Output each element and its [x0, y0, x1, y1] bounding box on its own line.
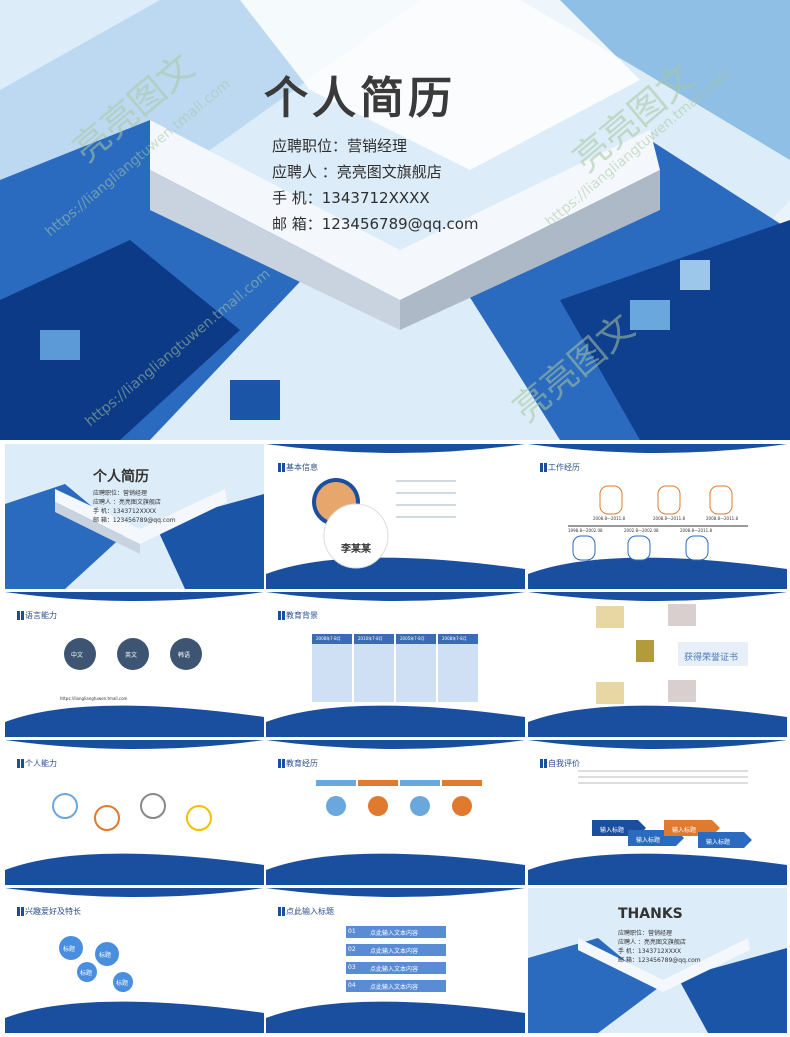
thanks-title: THANKS — [618, 906, 683, 922]
thumb-honors[interactable]: 获得荣誉证书 — [528, 592, 787, 737]
timeline-decoration — [266, 740, 525, 885]
cover-line: 邮 箱：123456789@qq.com — [93, 517, 176, 524]
edu-date: 2005年7-8月 — [400, 636, 425, 641]
language-korean: 韩语 — [178, 652, 191, 659]
thumb-hobbies[interactable]: 兴趣爱好及特长 标题 标题 标题 标题 — [5, 888, 264, 1033]
timeline-decoration — [528, 444, 787, 589]
timeline-date: 2008.8—2011.8 — [680, 528, 712, 533]
slide-header: 语言能力 — [17, 610, 57, 621]
slide-header: 自我评价 — [540, 758, 580, 769]
balloon-label: 标题 — [116, 980, 129, 987]
balloon-decoration — [5, 888, 264, 1033]
edu-date: 2010年7-8月 — [358, 636, 383, 641]
list-text: 点此输入文本内容 — [370, 948, 419, 955]
position-line: 应聘职位：营销经理 — [272, 137, 408, 155]
ability-decoration — [5, 740, 264, 885]
cover-line: 应聘人 ：亮亮图文旗舰店 — [93, 499, 161, 506]
slide-header: 教育经历 — [278, 758, 318, 769]
person-name: 李某某 — [341, 544, 371, 555]
timeline-date: 2008.8—2011.8 — [593, 516, 625, 521]
slide-header: 工作经历 — [540, 462, 580, 473]
wave-decoration — [5, 592, 264, 737]
slide-header: 个人能力 — [17, 758, 57, 769]
arrow-label: 输入标题 — [600, 827, 625, 834]
url-text: https://liangliangtuwen.tmall.com — [60, 696, 128, 701]
thumb-education[interactable]: 教育背景 2008年7-8月 2010年7-8月 2005年7-8月 2008年… — [266, 592, 525, 737]
thumb-basic-info[interactable]: 基本信息 李某某 — [266, 444, 525, 589]
thanks-line: 应聘人 ：亮亮图文旗舰店 — [618, 939, 686, 946]
thumb-thanks[interactable]: THANKS 应聘职位：营销经理 应聘人 ：亮亮图文旗舰店 手 机：134371… — [528, 888, 787, 1033]
thanks-background — [528, 888, 787, 1033]
list-number: 04 — [348, 982, 356, 989]
balloon-label: 标题 — [80, 970, 93, 977]
timeline-date: 2002.8—2002.08 — [624, 528, 659, 533]
slide-header: 兴趣爱好及特长 — [17, 906, 81, 917]
thumb-work-history[interactable]: 工作经历 2008.8—2011.8 2008.8—2011.8 2008.8—… — [528, 444, 787, 589]
edu-date: 2008年7-8月 — [442, 636, 467, 641]
thumb-cover[interactable]: 个人简历 应聘职位：营销经理 应聘人 ：亮亮图文旗舰店 手 机：1343712X… — [5, 444, 264, 589]
wave-decoration — [266, 444, 525, 589]
thanks-line: 邮 箱：123456789@qq.com — [618, 957, 701, 964]
timeline-date: 2008.8—2011.8 — [653, 516, 685, 521]
applicant-line: 应聘人 ：亮亮图文旗舰店 — [272, 163, 442, 181]
list-text: 点此输入文本内容 — [370, 966, 419, 973]
language-english: 英文 — [125, 652, 138, 659]
timeline-date: 2008.8—2011.8 — [706, 516, 738, 521]
thumb-edu-history[interactable]: 教育经历 — [266, 740, 525, 885]
list-text: 点此输入文本内容 — [370, 930, 419, 937]
certificate-title: 获得荣誉证书 — [684, 653, 739, 663]
cover-line: 应聘职位：营销经理 — [93, 490, 148, 497]
cover-background — [5, 444, 264, 589]
arrow-decoration — [528, 740, 787, 885]
email-line: 邮 箱：123456789@qq.com — [272, 215, 479, 233]
arrow-label: 输入标题 — [636, 837, 661, 844]
phone-line: 手 机：1343712XXXX — [272, 189, 430, 207]
slide-header: 基本信息 — [278, 462, 318, 473]
list-number: 03 — [348, 964, 356, 971]
slide-header: 点此输入标题 — [278, 906, 334, 917]
edu-date: 2008年7-8月 — [316, 636, 341, 641]
cover-title: 个人简历 — [93, 469, 149, 485]
cover-line: 手 机：1343712XXXX — [93, 508, 157, 515]
thumb-self-eval[interactable]: 自我评价 输入标题 输入标题 输入标题 输入标题 — [528, 740, 787, 885]
thanks-line: 手 机：1343712XXXX — [618, 948, 682, 955]
list-decoration — [266, 888, 525, 1033]
arrow-label: 输入标题 — [672, 827, 697, 834]
list-text: 点此输入文本内容 — [370, 984, 419, 991]
card-decoration — [266, 592, 525, 737]
certificate-decoration — [528, 592, 787, 737]
hero-slide[interactable]: 个人简历 应聘职位：营销经理 应聘人 ：亮亮图文旗舰店 手 机：1343712X… — [0, 0, 790, 440]
thanks-line: 应聘职位：营销经理 — [618, 930, 673, 937]
thumb-language[interactable]: 语言能力 中文 英文 韩语 https://liangliangtuwen.tm… — [5, 592, 264, 737]
thumb-abilities[interactable]: 个人能力 — [5, 740, 264, 885]
balloon-label: 标题 — [99, 952, 112, 959]
slide-header: 教育背景 — [278, 610, 318, 621]
list-number: 02 — [348, 946, 356, 953]
arrow-label: 输入标题 — [706, 839, 731, 846]
thumb-list[interactable]: 点此输入标题 01 02 03 04 点此输入文本内容 点此输入文本内容 点此输… — [266, 888, 525, 1033]
list-number: 01 — [348, 928, 356, 935]
hero-title: 个人简历 — [264, 73, 456, 124]
balloon-label: 标题 — [63, 946, 76, 953]
language-chinese: 中文 — [71, 652, 84, 659]
hero-background — [0, 0, 790, 440]
timeline-date: 1998.8—2002.08 — [568, 528, 603, 533]
